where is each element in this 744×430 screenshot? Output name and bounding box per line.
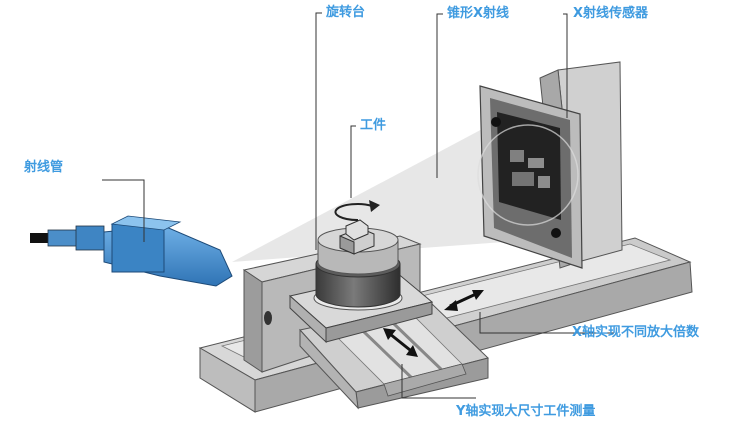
label-cone-xray: 锥形X射线	[447, 6, 510, 21]
rotary-stage	[313, 227, 403, 311]
leader-workpiece	[350, 125, 356, 198]
xray-cone	[232, 118, 558, 262]
leader-ray-tube	[102, 179, 145, 242]
ray-tube	[30, 215, 233, 287]
xray-sensor	[477, 85, 583, 269]
label-y-axis: Y轴实现大尺寸工件测量	[456, 404, 596, 419]
label-ray-tube: 射线管	[24, 160, 64, 175]
leader-rotary-stage	[315, 12, 322, 250]
label-rotary-stage: 旋转台	[326, 5, 366, 20]
x-axis-arrow	[444, 290, 484, 311]
leader-lines	[102, 12, 614, 399]
leader-sensor	[563, 13, 568, 118]
rotation-arrow	[334, 200, 380, 222]
label-x-axis: X轴实现不同放大倍数	[572, 325, 700, 340]
y-axis-arrow	[383, 328, 418, 357]
leader-x-axis	[479, 312, 614, 334]
leader-cone	[436, 13, 443, 178]
label-workpiece: 工件	[360, 118, 387, 133]
workpiece	[339, 219, 375, 255]
leader-y-axis	[401, 364, 476, 399]
label-xray-sensor: X射线传感器	[573, 6, 649, 21]
